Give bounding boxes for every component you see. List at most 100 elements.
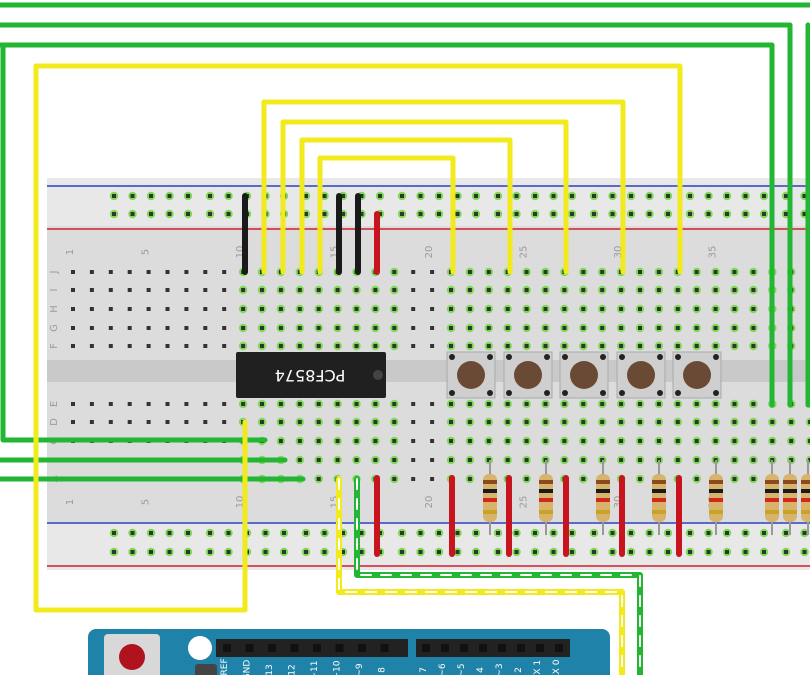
- hole: [316, 288, 321, 292]
- hole: [543, 270, 548, 274]
- hole: [89, 344, 94, 348]
- resistor-band: [539, 498, 553, 502]
- column-label-bottom: 30: [613, 496, 624, 509]
- rail-hole: [263, 550, 268, 554]
- hole: [89, 270, 94, 274]
- resistor-band: [539, 489, 553, 493]
- hole: [392, 420, 397, 424]
- pushbutton[interactable]: [446, 351, 496, 399]
- hole: [71, 307, 75, 311]
- hole: [89, 326, 94, 330]
- column-label-top: 20: [424, 246, 435, 259]
- rail-hole: [149, 212, 153, 216]
- yellow-white-wire-sda: [336, 476, 625, 678]
- pushbutton[interactable]: [559, 351, 609, 399]
- hole: [505, 288, 510, 292]
- header-pin-label: 2: [514, 667, 524, 673]
- rail-hole: [533, 194, 537, 198]
- hole: [694, 307, 699, 311]
- rail-hole: [688, 531, 692, 535]
- column-label-bottom: 15: [330, 496, 341, 509]
- column-label-top: 1: [65, 249, 76, 255]
- hole: [146, 344, 151, 348]
- hole: [562, 439, 567, 443]
- header-pin: [441, 644, 449, 652]
- hole: [732, 270, 737, 274]
- hole: [808, 458, 810, 462]
- row-label-top: I: [49, 289, 60, 292]
- hole: [638, 288, 642, 292]
- pushbutton[interactable]: [672, 351, 722, 399]
- hole: [392, 288, 397, 292]
- hole: [184, 344, 189, 348]
- hole: [543, 326, 548, 330]
- rail-hole: [647, 531, 652, 535]
- hole: [486, 458, 491, 462]
- hole: [713, 288, 718, 292]
- hole: [694, 439, 699, 443]
- rail-hole: [592, 550, 596, 554]
- column-label-bottom: 1: [65, 499, 76, 505]
- rail-hole: [208, 550, 212, 554]
- jumper-wires: [242, 193, 682, 557]
- yellow-wire-p4: [261, 99, 626, 275]
- header-pin: [290, 644, 299, 652]
- hole: [751, 326, 756, 330]
- hole: [335, 458, 340, 462]
- rail-hole: [533, 550, 537, 554]
- pushbutton-cap: [514, 361, 542, 389]
- hole: [562, 402, 567, 406]
- pushbutton[interactable]: [616, 351, 666, 399]
- hole: [354, 439, 359, 443]
- resistor-band: [483, 480, 497, 484]
- hole: [241, 288, 246, 292]
- hole: [467, 326, 472, 330]
- rail-hole: [570, 550, 574, 554]
- hole: [581, 344, 586, 348]
- hole: [165, 420, 170, 424]
- rail-hole: [784, 194, 788, 198]
- resistor-band: [652, 489, 666, 493]
- hole: [108, 307, 113, 311]
- hole: [203, 307, 208, 311]
- hole: [732, 458, 737, 462]
- pushbutton[interactable]: [503, 351, 553, 399]
- reset-button[interactable]: [119, 644, 145, 670]
- header-pin: [555, 644, 563, 652]
- hole: [297, 326, 302, 330]
- rail-hole: [647, 550, 652, 554]
- hole: [203, 270, 208, 274]
- hole: [600, 344, 605, 348]
- pushbutton-corner: [713, 390, 719, 396]
- hole: [430, 307, 435, 311]
- resistor-band: [783, 489, 797, 493]
- rail-hole: [359, 212, 364, 216]
- column-label-bottom: 25: [519, 496, 530, 509]
- hole: [562, 420, 567, 424]
- hole: [146, 270, 151, 274]
- hole: [222, 344, 227, 348]
- hole: [449, 420, 453, 424]
- hole: [222, 326, 227, 330]
- hole: [335, 439, 340, 443]
- hole: [562, 458, 567, 462]
- hole: [713, 439, 718, 443]
- hole: [600, 402, 605, 406]
- hole: [278, 344, 283, 348]
- rail-hole: [762, 531, 766, 535]
- yellow-wire-p3: [280, 119, 569, 275]
- hole: [278, 439, 283, 443]
- hole: [694, 458, 699, 462]
- hole: [316, 420, 321, 424]
- rail-hole: [762, 194, 766, 198]
- hole: [505, 439, 510, 443]
- rail-hole: [418, 550, 423, 554]
- hole: [713, 402, 718, 406]
- hole: [524, 420, 529, 424]
- hole: [241, 344, 246, 348]
- hole: [373, 344, 378, 348]
- hole: [297, 307, 302, 311]
- hole-connected: [805, 417, 810, 427]
- hole: [316, 344, 321, 348]
- hole: [316, 439, 321, 443]
